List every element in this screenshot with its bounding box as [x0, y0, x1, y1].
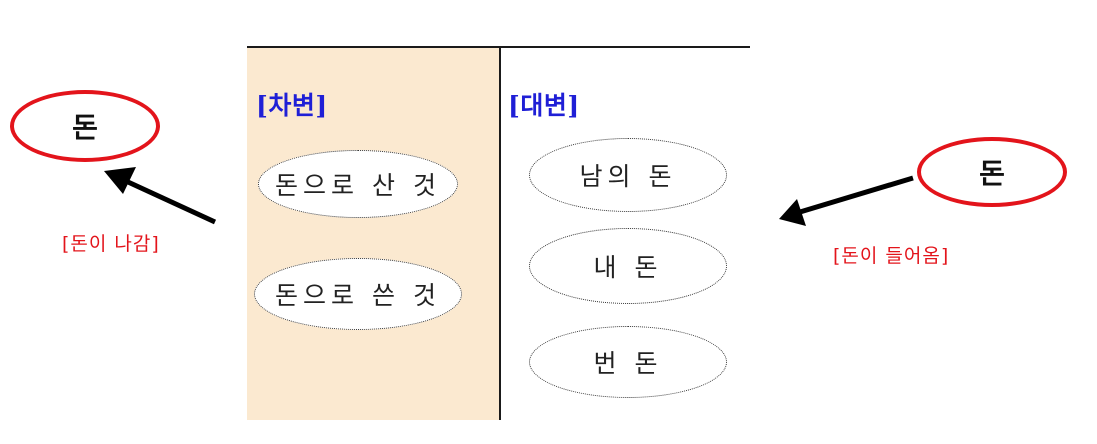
money-out-caption: [돈이 나감]	[62, 233, 160, 255]
debit-item-spent: 돈으로 쓴 것	[254, 258, 462, 330]
credit-item-earned-money: 번 돈	[529, 326, 727, 398]
credit-item-own-money: 내 돈	[529, 228, 727, 304]
debit-header: [차변]	[256, 91, 328, 120]
t-account-divider	[499, 46, 501, 420]
credit-header: [대변]	[508, 91, 580, 120]
credit-item-others-money: 남의 돈	[529, 138, 727, 212]
money-in-arrow	[779, 175, 914, 226]
money-out-arrow	[104, 167, 217, 225]
t-account-top-rule	[247, 46, 750, 48]
debit-item-bought: 돈으로 산 것	[258, 150, 458, 218]
money-out-oval: 돈	[10, 90, 160, 162]
money-in-oval: 돈	[917, 137, 1067, 207]
money-in-caption: [돈이 들어옴]	[833, 245, 950, 267]
debit-side-panel	[247, 46, 499, 420]
